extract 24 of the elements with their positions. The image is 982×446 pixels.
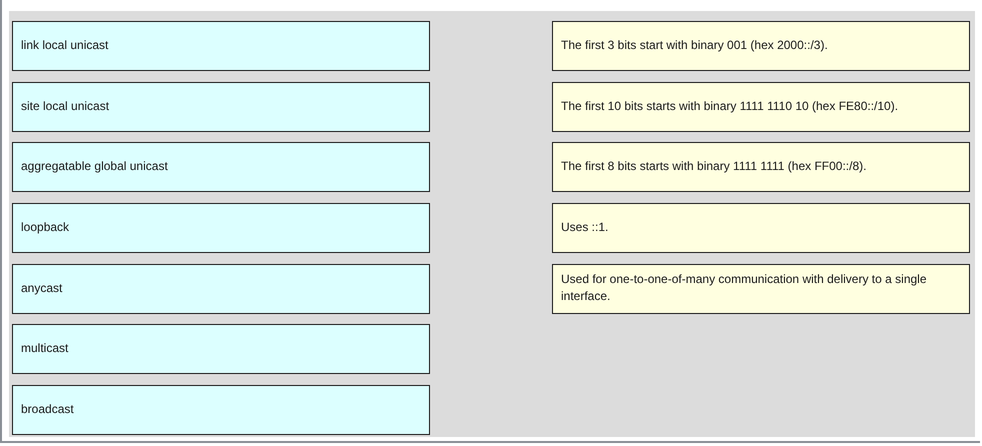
definition-card (552, 264, 970, 314)
term-text: broadcast (21, 400, 74, 418)
definition-text: The first 3 bits start with binary 001 (hex 2000::/3). (561, 36, 828, 54)
term-text: multicast (21, 340, 68, 356)
term-card (12, 21, 430, 71)
term-card (12, 385, 430, 435)
definition-card (552, 21, 970, 71)
term-text: anycast (21, 280, 62, 296)
term-card (12, 324, 430, 374)
term-card (12, 203, 430, 253)
term-card (12, 264, 430, 314)
term-text: link local unicast (21, 36, 108, 54)
term-card (12, 82, 430, 132)
term-card (12, 142, 430, 192)
term-text: aggregatable global unicast (21, 158, 168, 174)
definition-card (552, 142, 970, 192)
definition-text: The first 10 bits starts with binary 1111 1110 10 (hex FE80::/10). (561, 98, 898, 114)
definition-card (552, 203, 970, 253)
term-text: loopback (21, 218, 70, 236)
definition-text: The first 8 bits starts with binary 1111 1111 (hex FF00::/8). (561, 158, 866, 174)
definition-card (552, 82, 970, 132)
definition-text: Uses ::1. (561, 218, 608, 236)
definition-text: Used for one-to-one-of-many communication with delivery to a single interface. (561, 271, 928, 305)
term-text: site local unicast (21, 98, 110, 114)
